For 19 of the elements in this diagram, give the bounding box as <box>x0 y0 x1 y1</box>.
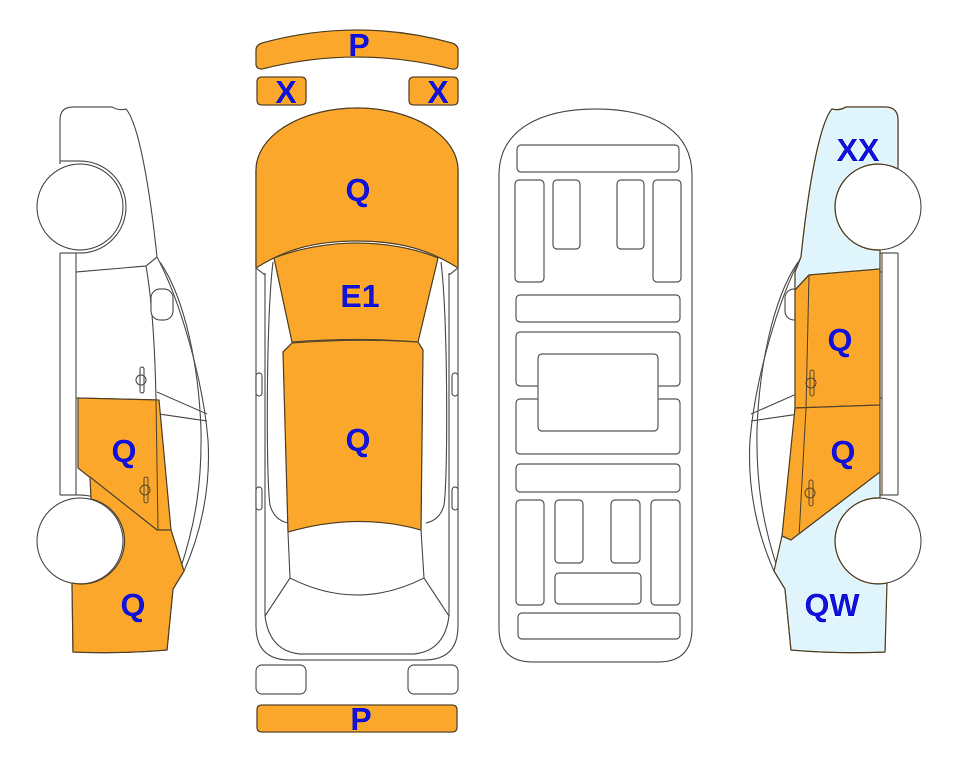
door-panel <box>781 404 881 541</box>
fender-panel <box>773 471 888 655</box>
headlight-panel <box>256 76 307 106</box>
panel-code: QW <box>804 589 860 621</box>
panel-code: X <box>275 76 297 108</box>
panel-code: P <box>348 29 370 61</box>
bumper-panel <box>255 29 459 71</box>
headlight-panel <box>408 76 459 106</box>
bumper-panel <box>256 704 458 733</box>
fender-panel <box>70 475 186 655</box>
panel-code: X <box>427 76 449 108</box>
panel-code: Q <box>112 435 136 467</box>
panel-code: Q <box>830 436 856 468</box>
panel-code: P <box>350 703 372 735</box>
door-panel <box>794 268 881 409</box>
panel-code: Q <box>828 324 852 356</box>
panel-code: XX <box>836 134 880 166</box>
panel-code: Q <box>120 589 146 621</box>
quarter-panel <box>794 106 899 291</box>
